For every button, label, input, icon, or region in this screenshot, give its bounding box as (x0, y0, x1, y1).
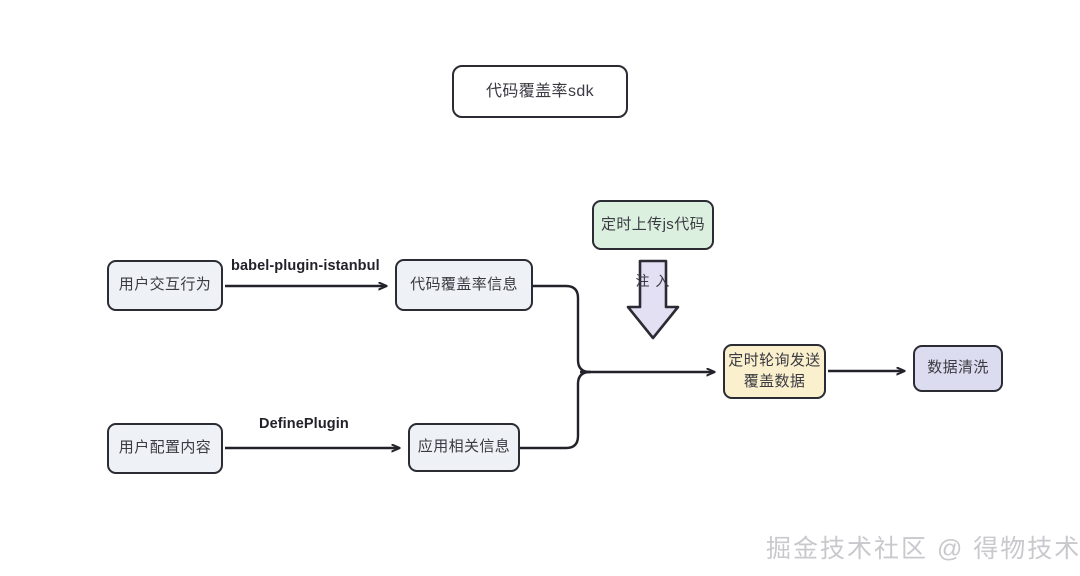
node-scheduled-upload-js: 定时上传js代码 (592, 200, 714, 250)
node-user-interaction: 用户交互行为 (107, 260, 223, 311)
node-data-cleaning: 数据清洗 (913, 345, 1003, 392)
node-coverage-sdk-title: 代码覆盖率sdk (452, 65, 628, 118)
edge-label-define-plugin: DefinePlugin (259, 416, 349, 432)
inject-arrow-label: 注 入 (635, 273, 671, 289)
watermark: 掘金技术社区 @ 得物技术 (766, 535, 1080, 563)
down-arrow-icon (626, 259, 680, 340)
node-user-config: 用户配置内容 (107, 423, 223, 474)
edge-label-babel-plugin-istanbul: babel-plugin-istanbul (231, 258, 380, 274)
node-poll-send-coverage: 定时轮询发送 覆盖数据 (723, 344, 826, 399)
inject-down-arrow: 注 入 (626, 259, 680, 341)
node-coverage-info: 代码覆盖率信息 (395, 259, 533, 311)
connector-appinfo-to-junction (518, 370, 592, 450)
node-app-info: 应用相关信息 (408, 423, 520, 472)
connector-coverage-to-junction (531, 284, 592, 374)
